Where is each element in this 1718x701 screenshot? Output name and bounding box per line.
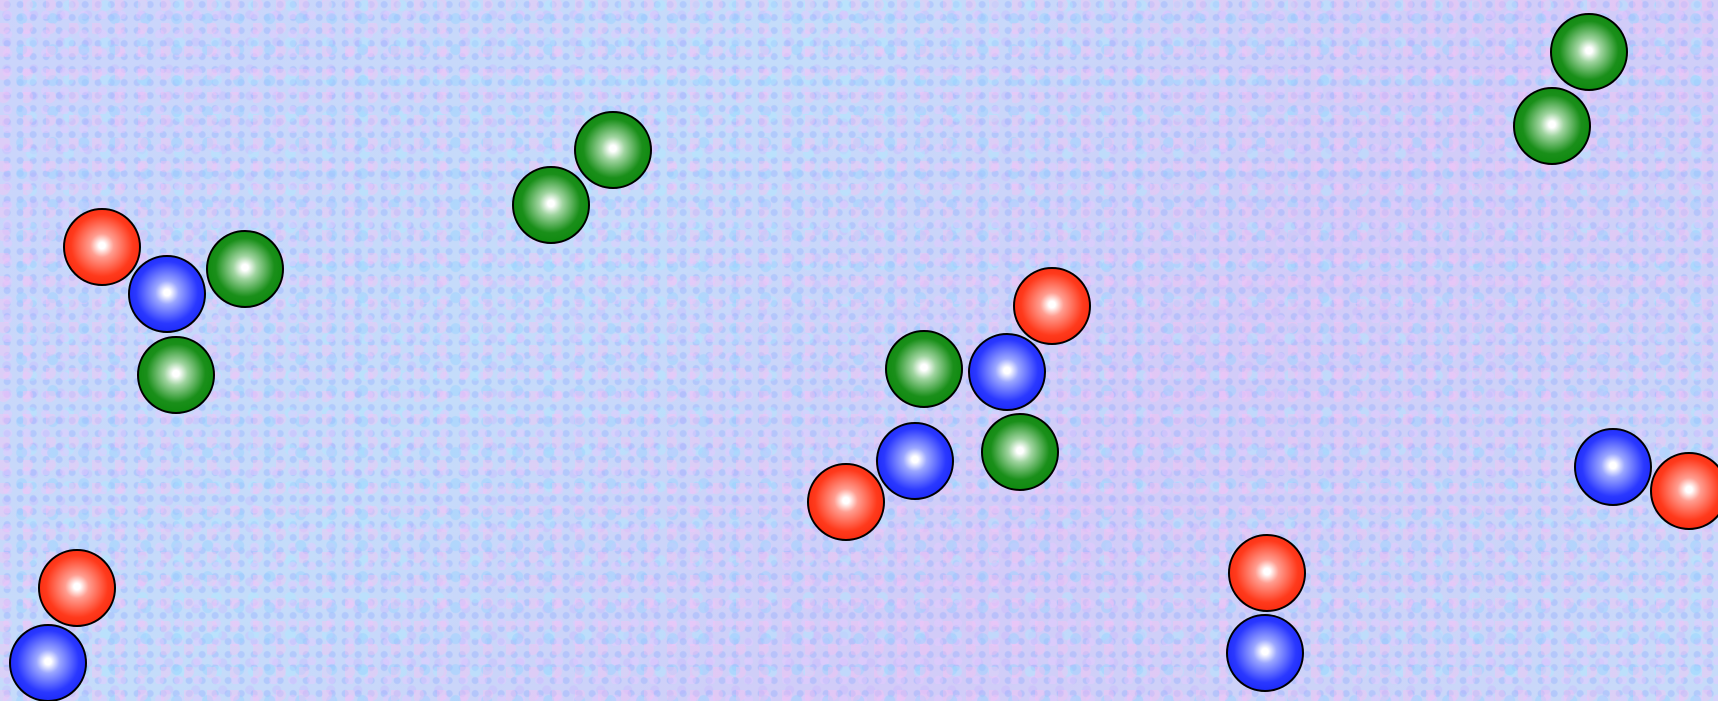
atom-green[interactable] bbox=[137, 336, 215, 414]
atom-red[interactable] bbox=[1013, 267, 1091, 345]
atom-green[interactable] bbox=[1513, 87, 1591, 165]
atom-blue[interactable] bbox=[1226, 614, 1304, 692]
atom-red[interactable] bbox=[1228, 534, 1306, 612]
atom-green[interactable] bbox=[885, 330, 963, 408]
atom-green[interactable] bbox=[1550, 13, 1628, 91]
atom-blue[interactable] bbox=[9, 624, 87, 701]
atom-green[interactable] bbox=[206, 230, 284, 308]
atom-blue[interactable] bbox=[968, 333, 1046, 411]
atom-blue[interactable] bbox=[128, 255, 206, 333]
atom-green[interactable] bbox=[512, 166, 590, 244]
atom-red[interactable] bbox=[38, 549, 116, 627]
atom-red[interactable] bbox=[807, 463, 885, 541]
atom-red[interactable] bbox=[1650, 452, 1718, 530]
atom-blue[interactable] bbox=[876, 422, 954, 500]
atom-red[interactable] bbox=[63, 208, 141, 286]
atom-green[interactable] bbox=[574, 111, 652, 189]
atom-blue[interactable] bbox=[1574, 428, 1652, 506]
atom-green[interactable] bbox=[981, 413, 1059, 491]
